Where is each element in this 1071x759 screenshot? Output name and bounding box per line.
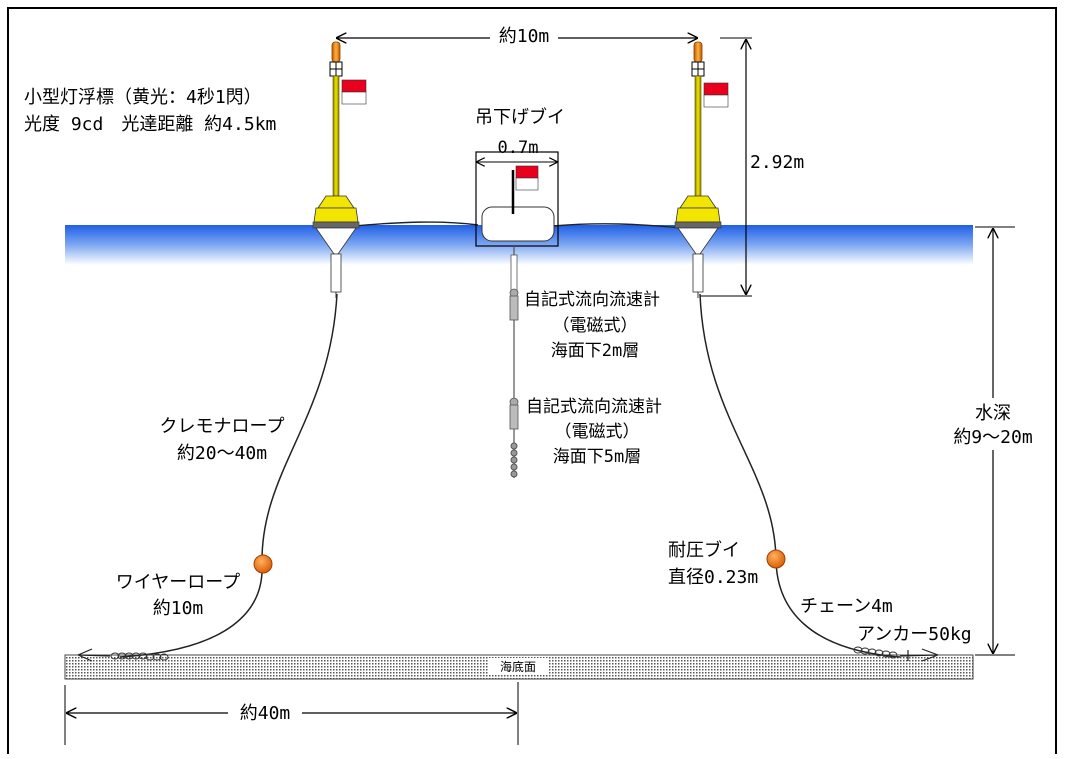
cremona-rope-label-line1: クレモナロープ	[160, 416, 285, 437]
bottom-span-label: 約40m	[240, 703, 291, 724]
anchor-label: アンカー50kg	[857, 624, 972, 645]
right-mooring-rope	[699, 293, 901, 658]
seabed-label: 海底面	[500, 659, 536, 674]
depth-label-box	[936, 398, 1050, 450]
meter1-label-line3: 海面下2m層	[551, 341, 639, 361]
depth-label-line2: 約9～20m	[953, 427, 1032, 448]
depth-label-line1: 水深	[975, 403, 1011, 424]
wire-rope-label-line2: 約10m	[153, 598, 204, 619]
right-pressure-float	[766, 549, 786, 569]
light-buoy-label-line1: 小型灯浮標（黄光：4秒1閃）	[24, 87, 262, 108]
mast-height-label: 2.92m	[750, 152, 804, 173]
meter1-label-line1: 自記式流向流速計	[524, 290, 660, 310]
right-light-buoy	[674, 41, 729, 298]
right-connecting-line	[552, 223, 683, 229]
meter2-label-line1: 自記式流向流速計	[526, 397, 662, 417]
left-pressure-float	[253, 554, 273, 574]
outer-frame	[7, 7, 1057, 759]
bottom-span-label-box	[228, 701, 302, 723]
span-top-label-box	[490, 25, 558, 47]
right-anchor	[899, 648, 939, 662]
meter2-label-line2: （電磁式）	[555, 422, 640, 442]
left-anchor	[77, 648, 111, 662]
light-buoy-label-line2: 光度 9cd 光達距離 約4.5km	[24, 114, 276, 135]
pressure-buoy-label-line1: 耐圧ブイ	[668, 539, 740, 561]
meter2-label-line3: 海面下5m層	[553, 447, 641, 467]
instrument-string	[509, 246, 519, 478]
meter1-label-line2: （電磁式）	[553, 316, 638, 336]
left-chain	[110, 652, 169, 661]
hanging-buoy-width-label: 0.7m	[498, 138, 539, 158]
wire-rope-label-line1: ワイヤーロープ	[116, 572, 240, 593]
right-chain	[853, 646, 898, 659]
left-light-buoy	[312, 41, 367, 298]
left-connecting-line	[352, 221, 479, 227]
hanging-buoy-label: 吊下げブイ	[475, 106, 565, 128]
chain-label: チェーン4m	[800, 596, 893, 617]
cremona-rope-label-line2: 約20～40m	[177, 443, 267, 464]
span-top-label: 約10m	[499, 26, 550, 47]
seabed-label-box	[488, 658, 548, 675]
hanging-buoy	[475, 151, 559, 247]
pressure-buoy-label-line2: 直径0.23m	[668, 567, 758, 588]
